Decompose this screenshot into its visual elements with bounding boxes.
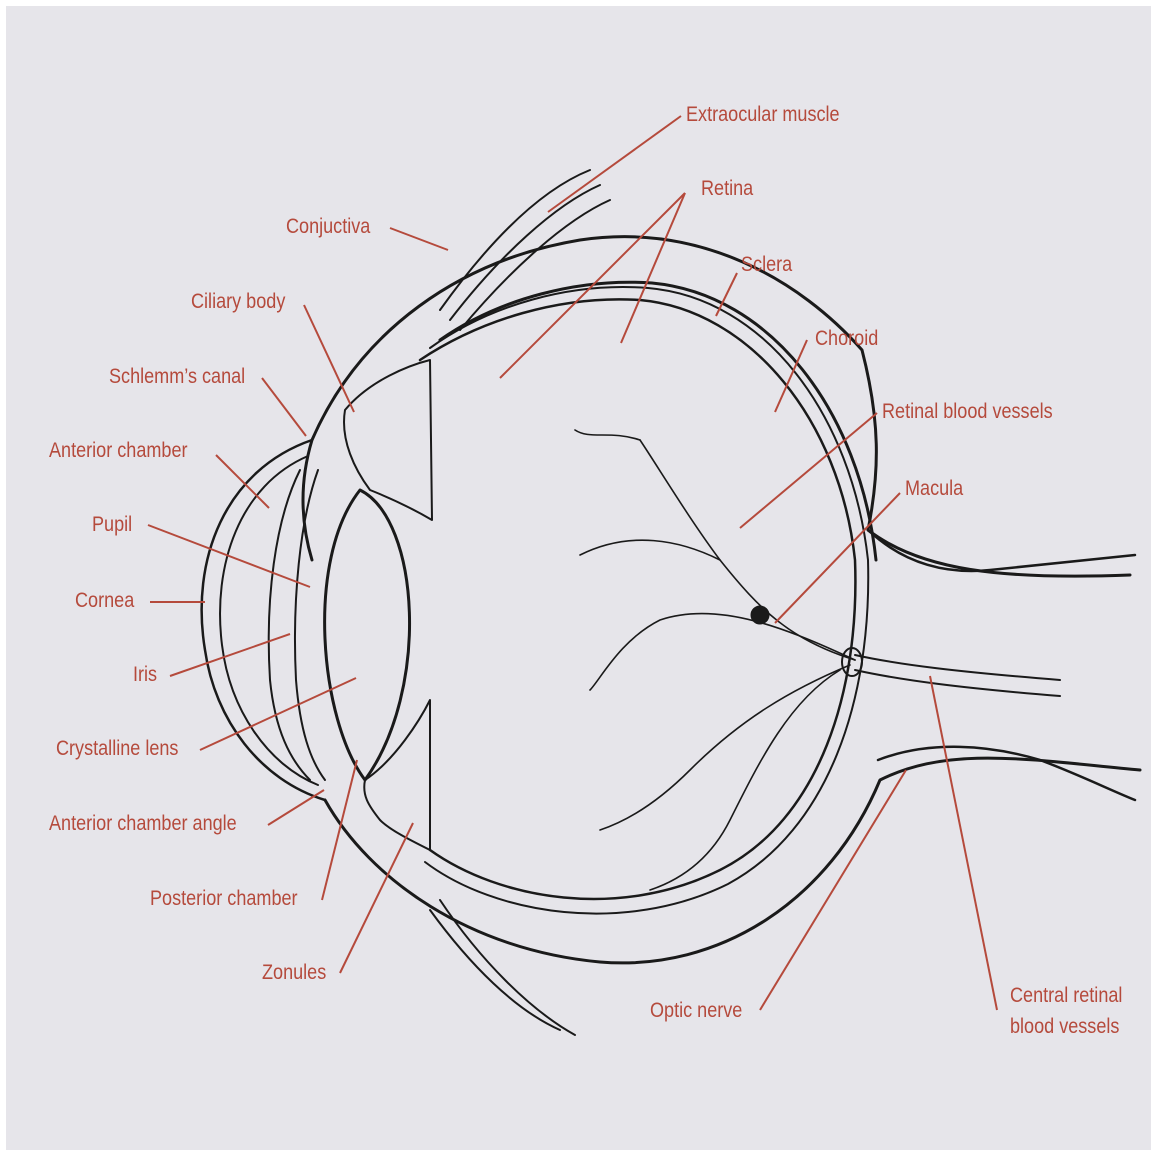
leader-pupil <box>148 525 310 587</box>
leader-optic-nerve <box>760 770 906 1010</box>
sclera-inner <box>420 299 855 899</box>
label-anterior-chamber-angle: Anterior chamber angle <box>49 812 237 836</box>
label-central-retinal-blood-vessels: Central retinal blood vessels <box>1010 980 1122 1042</box>
leader-crystalline-lens <box>200 678 356 750</box>
central-retinal-vessel <box>855 655 1060 696</box>
leader-zonules <box>340 823 413 973</box>
label-pupil: Pupil <box>92 513 132 537</box>
leader-central-retinal-blood-vessels <box>930 676 997 1010</box>
ciliary-body-lower <box>364 700 430 850</box>
leader-conjuctiva <box>390 228 448 250</box>
label-iris: Iris <box>133 663 157 687</box>
label-retina: Retina <box>701 177 753 201</box>
retinal-vessel-1 <box>640 440 855 660</box>
label-anterior-chamber: Anterior chamber <box>49 439 188 463</box>
macula-spot <box>751 606 769 624</box>
leader-retina-2 <box>621 193 685 343</box>
leader-macula <box>775 493 900 623</box>
label-crystalline-lens: Crystalline lens <box>56 737 178 761</box>
extraocular-muscle-upper <box>440 170 610 330</box>
retinal-vessel-3 <box>600 665 850 830</box>
leader-schlemms-canal <box>262 378 306 436</box>
label-macula: Macula <box>905 477 963 501</box>
label-posterior-chamber: Posterior chamber <box>150 887 298 911</box>
retinal-vessel-5 <box>575 430 720 560</box>
optic-nerve-lower <box>878 747 1135 800</box>
iris-back <box>295 470 325 780</box>
label-zonules: Zonules <box>262 961 326 985</box>
leader-iris <box>170 634 290 676</box>
label-choroid: Choroid <box>815 327 878 351</box>
leader-anterior-chamber <box>216 455 269 508</box>
label-ciliary-body: Ciliary body <box>191 290 285 314</box>
label-conjuctiva: Conjuctiva <box>286 215 370 239</box>
label-schlemms-canal: Schlemm’s canal <box>109 365 245 389</box>
optic-nerve-upper <box>868 530 1135 571</box>
leader-posterior-chamber <box>322 760 357 900</box>
leader-anterior-chamber-angle <box>268 790 324 825</box>
leader-ciliary-body <box>304 305 354 412</box>
label-central-retinal-blood-vessels-line1: Central retinal <box>1010 980 1122 1011</box>
choroid-layer <box>425 287 868 913</box>
label-extraocular-muscle: Extraocular muscle <box>686 103 840 127</box>
label-sclera: Sclera <box>741 253 792 277</box>
retinal-vessel-2 <box>590 614 855 690</box>
label-central-retinal-blood-vessels-line2: blood vessels <box>1010 1011 1122 1042</box>
label-optic-nerve: Optic nerve <box>650 999 742 1023</box>
label-retinal-blood-vessels: Retinal blood vessels <box>882 400 1053 424</box>
label-cornea: Cornea <box>75 589 134 613</box>
crystalline-lens <box>325 490 410 780</box>
leader-extraocular-muscle <box>548 116 681 212</box>
leader-lines <box>148 116 997 1010</box>
leader-retina-1 <box>500 193 685 378</box>
